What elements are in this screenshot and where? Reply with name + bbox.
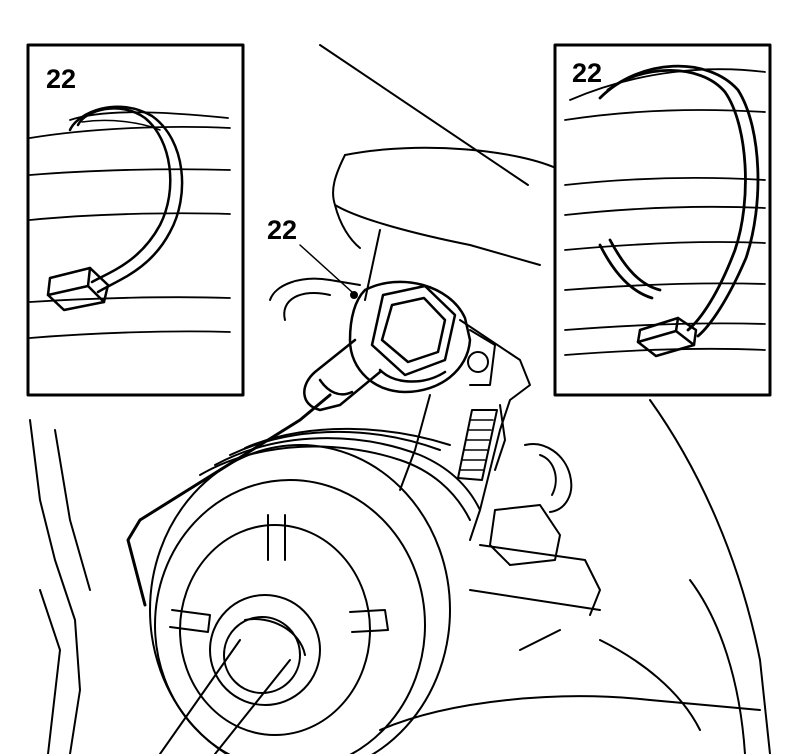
wheel-hub [169, 514, 389, 736]
wrench-tool [126, 338, 382, 607]
tie-rod-end [469, 443, 601, 616]
driveshaft [159, 618, 306, 754]
callout-leader-main [299, 244, 358, 299]
hex-bolt-socket [348, 280, 472, 394]
inset-left-clamp-head [46, 266, 110, 312]
callout-label-main: 22 [267, 215, 298, 245]
serrated-strip [457, 409, 498, 481]
main-scene [29, 44, 771, 754]
diagonal-edge-line [319, 44, 529, 186]
inset-right-clamp [598, 64, 760, 338]
callout-label-inset-left: 22 [46, 64, 77, 94]
inset-right-clamp-head [636, 316, 698, 358]
cv-boot [149, 427, 481, 754]
inset-left [26, 43, 245, 397]
inset-right [553, 43, 772, 397]
strut-housing [332, 146, 581, 301]
inset-left-clamp [68, 105, 184, 294]
callout-label-inset-right: 22 [572, 58, 603, 88]
inset-right-tube [564, 68, 766, 356]
steering-knuckle [269, 277, 531, 541]
surrounding-contours [29, 399, 771, 754]
